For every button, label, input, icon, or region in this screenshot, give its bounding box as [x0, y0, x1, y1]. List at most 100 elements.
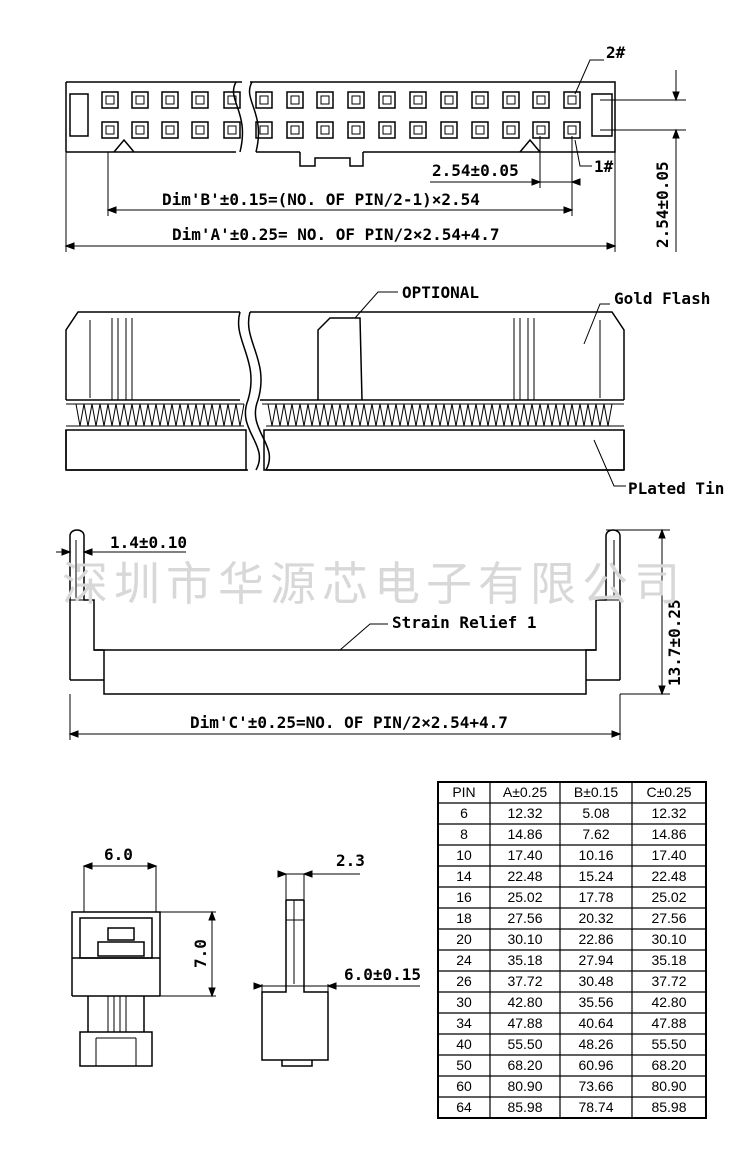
table-cell: 47.88: [507, 1015, 542, 1031]
table-cell: 25.02: [507, 889, 542, 905]
table-cell: 22.86: [578, 931, 613, 947]
pin-contact: [471, 121, 489, 139]
table-cell: 14.86: [507, 826, 542, 842]
pin-contact: [131, 121, 149, 139]
table-header-cell: C±0.25: [646, 784, 691, 800]
pin1-label: 1#: [594, 157, 614, 176]
table-cell: 42.80: [651, 994, 686, 1010]
table-cell: 17.40: [507, 847, 542, 863]
table-cell: 24: [456, 952, 472, 968]
table-cell: 80.90: [507, 1078, 542, 1094]
pin-contact: [101, 91, 119, 109]
contact-teeth: [66, 403, 624, 427]
pin-contact: [223, 121, 241, 139]
pin-contact: [286, 91, 304, 109]
table-cell: 14: [456, 868, 472, 884]
gold-flash-label: Gold Flash: [614, 289, 710, 308]
table-cell: 37.72: [651, 973, 686, 989]
pin-contact: [255, 91, 273, 109]
table-cell: 27.94: [578, 952, 613, 968]
pin-contact: [347, 121, 365, 139]
table-cell: 27.56: [507, 910, 542, 926]
teeth-row: [75, 403, 245, 427]
table-cell: 34: [456, 1015, 472, 1031]
table-cell: 55.50: [507, 1036, 542, 1052]
table-cell: 35.18: [651, 952, 686, 968]
table-cell: 30.48: [578, 973, 613, 989]
dim-b-label: Dim'B'±0.15=(NO. OF PIN/2-1)×2.54: [162, 190, 480, 209]
table-cell: 12.32: [651, 805, 686, 821]
table-cell: 16: [456, 889, 472, 905]
table-cell: 85.98: [651, 1099, 686, 1115]
table-cell: 10: [456, 847, 472, 863]
table-header-cell: B±0.15: [574, 784, 618, 800]
pin-contact: [161, 121, 179, 139]
end-height-label: 7.0: [191, 939, 210, 968]
table-cell: 35.56: [578, 994, 613, 1010]
plated-tin-label: PLated Tin: [628, 479, 724, 498]
table-cell: 30: [456, 994, 472, 1010]
top-view: 2# 1# 2.54±0.05 Dim'B'±0.15=(NO. OF PIN/…: [64, 43, 686, 252]
pin-contact: [191, 91, 209, 109]
pin-contact: [502, 121, 520, 139]
table-cell: 55.50: [651, 1036, 686, 1052]
pin-contact: [378, 91, 396, 109]
table-cell: 60: [456, 1078, 472, 1094]
pin-contact: [440, 91, 458, 109]
table-cell: 68.20: [507, 1057, 542, 1073]
table-cell: 85.98: [507, 1099, 542, 1115]
pin-contact: [471, 91, 489, 109]
table-cell: 22.48: [507, 868, 542, 884]
table-cell: 35.18: [507, 952, 542, 968]
table-cell: 60.96: [578, 1057, 613, 1073]
table-cell: 64: [456, 1099, 472, 1115]
pin-contact: [409, 121, 427, 139]
pin-contact: [286, 121, 304, 139]
pin-contact: [255, 121, 273, 139]
table-cell: 30.10: [507, 931, 542, 947]
table-cell: 17.40: [651, 847, 686, 863]
pin-contact: [101, 121, 119, 139]
table-cell: 27.56: [651, 910, 686, 926]
table-cell: 20.32: [578, 910, 613, 926]
pin-contact: [191, 121, 209, 139]
front-view: OPTIONAL Gold Flash PLated Tin: [65, 283, 724, 498]
table-cell: 7.62: [582, 826, 609, 842]
pin-contact: [440, 121, 458, 139]
table-cell: 47.88: [651, 1015, 686, 1031]
dim-a-label: Dim'A'±0.25= NO. OF PIN/2×2.54+4.7: [172, 225, 500, 244]
table-cell: 12.32: [507, 805, 542, 821]
latch-view: 1.4±0.10 Strain Relief 1 13.7±0.25 Dim'C…: [56, 528, 684, 740]
pin2-label: 2#: [606, 43, 626, 62]
table-cell: 17.78: [578, 889, 613, 905]
pin-contact: [532, 121, 550, 139]
end-width-label: 6.0: [104, 845, 133, 864]
height-side-label: 13.7±0.25: [665, 599, 684, 686]
pin-contact: [316, 121, 334, 139]
pin-contact: [409, 91, 427, 109]
table-cell: 5.08: [582, 805, 609, 821]
table-cell: 78.74: [578, 1099, 613, 1115]
teeth-row: [267, 403, 613, 427]
watermark-text: 深圳市华源芯电子有限公司: [62, 557, 686, 611]
pitch-label: 2.54±0.05: [432, 161, 519, 180]
table-header-cell: PIN: [452, 784, 475, 800]
pin-contact: [378, 121, 396, 139]
table-cell: 37.72: [507, 973, 542, 989]
table-cell: 18: [456, 910, 472, 926]
table-cell: 48.26: [578, 1036, 613, 1052]
pin-contact: [532, 91, 550, 109]
side-width-label: 6.0±0.15: [344, 965, 421, 984]
height-right-label: 2.54±0.05: [653, 161, 672, 248]
table-cell: 68.20: [651, 1057, 686, 1073]
table-cell: 15.24: [578, 868, 613, 884]
table-cell: 73.66: [578, 1078, 613, 1094]
pin-contact: [563, 91, 581, 109]
pin-contact: [347, 91, 365, 109]
pin-contact: [131, 91, 149, 109]
table-cell: 40.64: [578, 1015, 613, 1031]
dim-c-label: Dim'C'±0.25=NO. OF PIN/2×2.54+4.7: [190, 713, 508, 732]
pin-grid: [101, 91, 581, 139]
